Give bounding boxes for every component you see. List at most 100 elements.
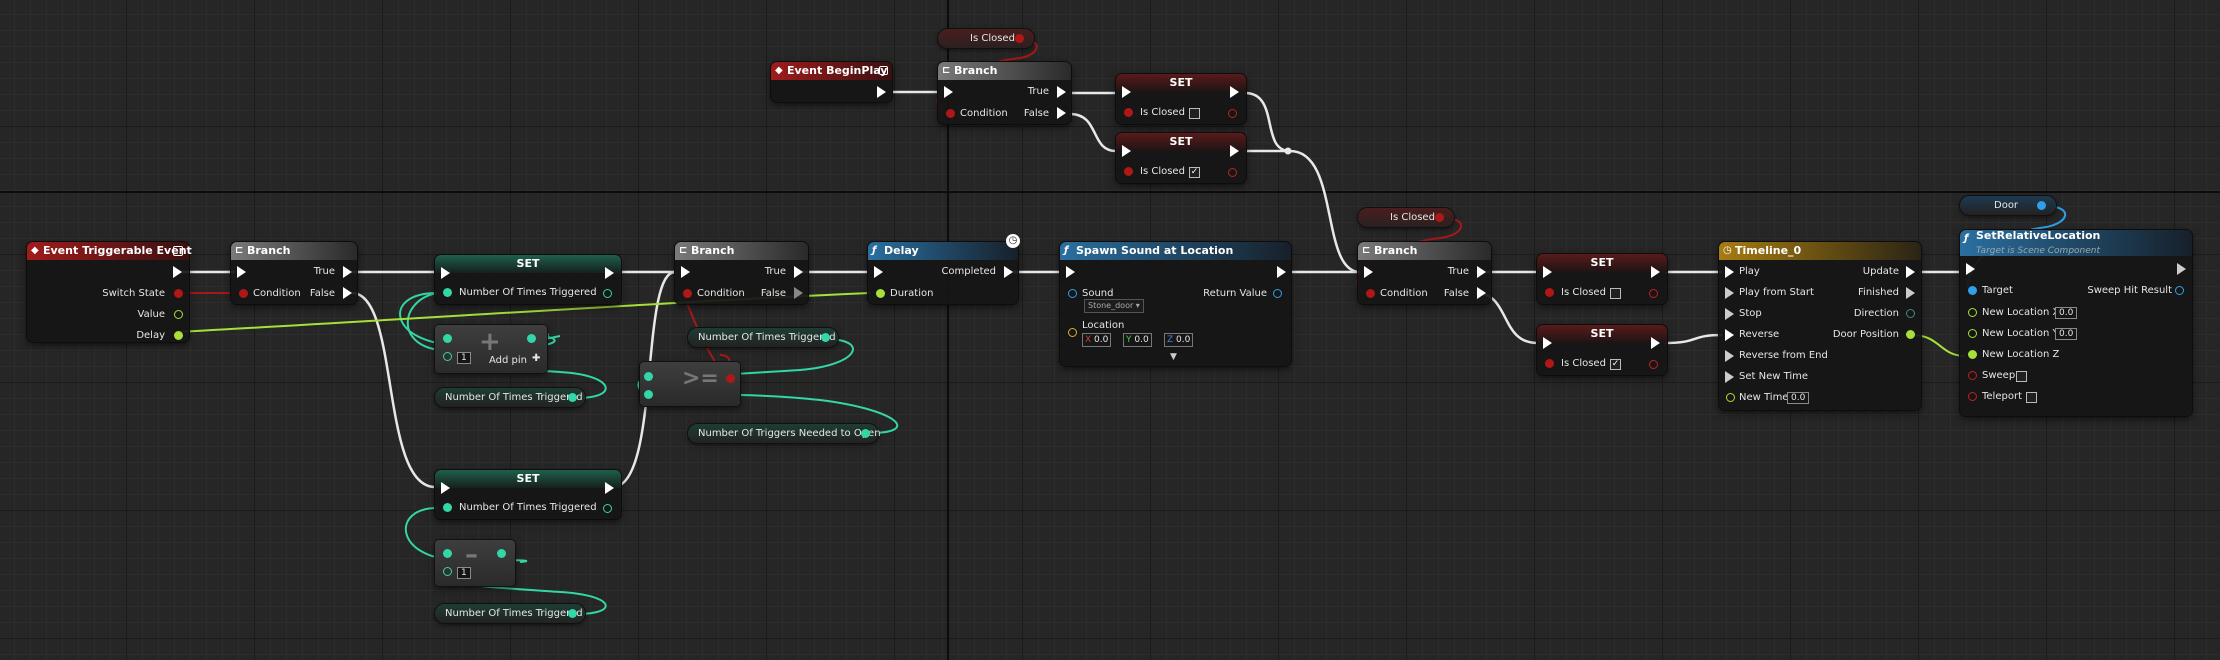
exec-in-pin[interactable]: [1725, 266, 1734, 278]
exec-true-pin[interactable]: [1057, 86, 1066, 98]
bool-in-pin[interactable]: [1366, 289, 1375, 298]
teleport-checkbox[interactable]: [2026, 392, 2037, 403]
branch-header[interactable]: ⊏ Branch: [1358, 242, 1491, 260]
exec-in-pin[interactable]: [1122, 86, 1131, 98]
exec-out-pin[interactable]: [1651, 266, 1660, 278]
exec-out-pin[interactable]: [1906, 287, 1915, 299]
spawn-sound-node[interactable]: ƒ Spawn Sound at Location Sound Stone_do…: [1060, 242, 1291, 366]
set-header[interactable]: SET: [1116, 74, 1246, 92]
int-out-pin[interactable]: [861, 429, 870, 438]
exec-in-pin[interactable]: [1543, 266, 1552, 278]
int-literal-field[interactable]: 1: [457, 567, 471, 579]
object-in-pin[interactable]: [1068, 289, 1077, 298]
exec-in-pin[interactable]: [1066, 266, 1075, 278]
bool-in-pin[interactable]: [1124, 167, 1133, 176]
int-out-pin[interactable]: [497, 549, 506, 558]
float-out-pin[interactable]: [174, 310, 183, 319]
subtract-int-node[interactable]: – 1: [435, 540, 515, 586]
bool-in-pin[interactable]: [239, 289, 248, 298]
vector-in-pin[interactable]: [1068, 328, 1077, 337]
object-out-pin[interactable]: [1273, 289, 1282, 298]
object-out-pin[interactable]: [2037, 201, 2046, 210]
exec-out-pin[interactable]: [1651, 337, 1660, 349]
get-variable-node[interactable]: Is Closed: [1358, 208, 1454, 227]
bool-out-pin[interactable]: [174, 289, 183, 298]
add-pin-button[interactable]: Add pin: [489, 355, 528, 366]
bool-in-pin[interactable]: [1968, 371, 1977, 380]
exec-out-pin[interactable]: [1230, 86, 1239, 98]
set-header[interactable]: SET: [435, 255, 621, 273]
bool-out-pin[interactable]: [1015, 34, 1024, 43]
int-out-pin[interactable]: [603, 289, 612, 298]
set-header[interactable]: SET: [1537, 325, 1667, 343]
exec-out-pin[interactable]: [1906, 266, 1915, 278]
int-in-pin[interactable]: [644, 372, 653, 381]
exec-in-pin[interactable]: [1543, 337, 1552, 349]
float-in-pin[interactable]: [1968, 329, 1977, 338]
get-variable-node[interactable]: Number Of Times Triggered: [435, 604, 585, 623]
exec-in-pin[interactable]: [1725, 308, 1734, 320]
exec-in-pin[interactable]: [1725, 287, 1734, 299]
exec-in-pin[interactable]: [681, 266, 690, 278]
exec-false-pin[interactable]: [1057, 107, 1066, 119]
new-location-y-field[interactable]: 0.0: [2055, 328, 2078, 340]
exec-in-pin[interactable]: [1966, 263, 1975, 275]
expand-arrow-icon[interactable]: ▼: [1170, 352, 1177, 362]
int-in-pin[interactable]: [443, 549, 452, 558]
set-relative-location-node[interactable]: ƒ SetRelativeLocation Target is Scene Co…: [1960, 229, 2192, 416]
bool-out-pin[interactable]: [1649, 360, 1658, 369]
bool-checkbox[interactable]: ✓: [1610, 359, 1621, 370]
int-in-pin[interactable]: [443, 288, 452, 297]
bool-in-pin[interactable]: [1968, 392, 1977, 401]
exec-in-pin[interactable]: [441, 267, 450, 279]
float-in-pin[interactable]: [1968, 308, 1977, 317]
set-header[interactable]: SET: [1537, 254, 1667, 272]
timeline-header[interactable]: ◷ Timeline_0: [1719, 242, 1921, 260]
branch-node[interactable]: ⊏ Branch True Condition False: [231, 242, 357, 304]
exec-true-pin[interactable]: [794, 266, 803, 278]
bool-in-pin[interactable]: [946, 109, 955, 118]
enum-out-pin[interactable]: [1906, 309, 1915, 318]
int-in-pin[interactable]: [443, 334, 452, 343]
bool-in-pin[interactable]: [683, 289, 692, 298]
exec-out-pin[interactable]: [605, 267, 614, 279]
float-in-pin[interactable]: [1968, 350, 1977, 359]
set-header[interactable]: SET: [1116, 133, 1246, 151]
new-location-x-field[interactable]: 0.0: [2055, 307, 2078, 319]
get-variable-node[interactable]: Number Of Times Triggered: [688, 328, 838, 347]
bool-in-pin[interactable]: [1124, 108, 1133, 117]
exec-in-pin[interactable]: [1364, 266, 1373, 278]
set-variable-node[interactable]: SET Number Of Times Triggered: [435, 255, 621, 304]
exec-true-pin[interactable]: [1477, 266, 1486, 278]
new-time-field[interactable]: 0.0: [1787, 392, 1810, 404]
location-y-field[interactable]: Y 0.0: [1123, 333, 1152, 347]
bool-in-pin[interactable]: [1545, 359, 1554, 368]
spawn-sound-header[interactable]: ƒ Spawn Sound at Location: [1060, 242, 1291, 260]
exec-in-pin[interactable]: [441, 482, 450, 494]
int-in-pin[interactable]: [443, 352, 452, 361]
set-header[interactable]: SET: [435, 470, 621, 488]
int-in-pin[interactable]: [443, 567, 452, 576]
exec-false-pin[interactable]: [794, 287, 803, 299]
object-in-pin[interactable]: [1968, 286, 1977, 295]
int-out-pin[interactable]: [568, 393, 577, 402]
get-variable-node[interactable]: Number Of Times Triggered: [435, 388, 585, 407]
bool-out-pin[interactable]: [1228, 109, 1237, 118]
float-in-pin[interactable]: [1726, 393, 1735, 402]
int-out-pin[interactable]: [568, 609, 577, 618]
int-out-pin[interactable]: [821, 333, 830, 342]
add-int-node[interactable]: + 1 Add pin ✚: [435, 325, 547, 373]
sound-asset-dropdown[interactable]: Stone_door ▾: [1084, 299, 1144, 313]
branch-node[interactable]: ⊏ Branch True Condition False: [1358, 242, 1491, 304]
set-variable-node[interactable]: SET Is Closed ✓: [1116, 133, 1246, 183]
exec-false-pin[interactable]: [343, 287, 352, 299]
branch-header[interactable]: ⊏ Branch: [938, 62, 1071, 80]
int-out-pin[interactable]: [527, 334, 536, 343]
int-in-pin[interactable]: [644, 390, 653, 399]
bool-checkbox[interactable]: [1189, 108, 1200, 119]
int-literal-field[interactable]: 1: [457, 352, 471, 364]
float-out-pin[interactable]: [174, 331, 183, 340]
exec-out-pin[interactable]: [2177, 263, 2186, 275]
set-relative-location-header[interactable]: ƒ SetRelativeLocation Target is Scene Co…: [1960, 229, 2192, 256]
float-out-pin[interactable]: [1906, 330, 1915, 339]
